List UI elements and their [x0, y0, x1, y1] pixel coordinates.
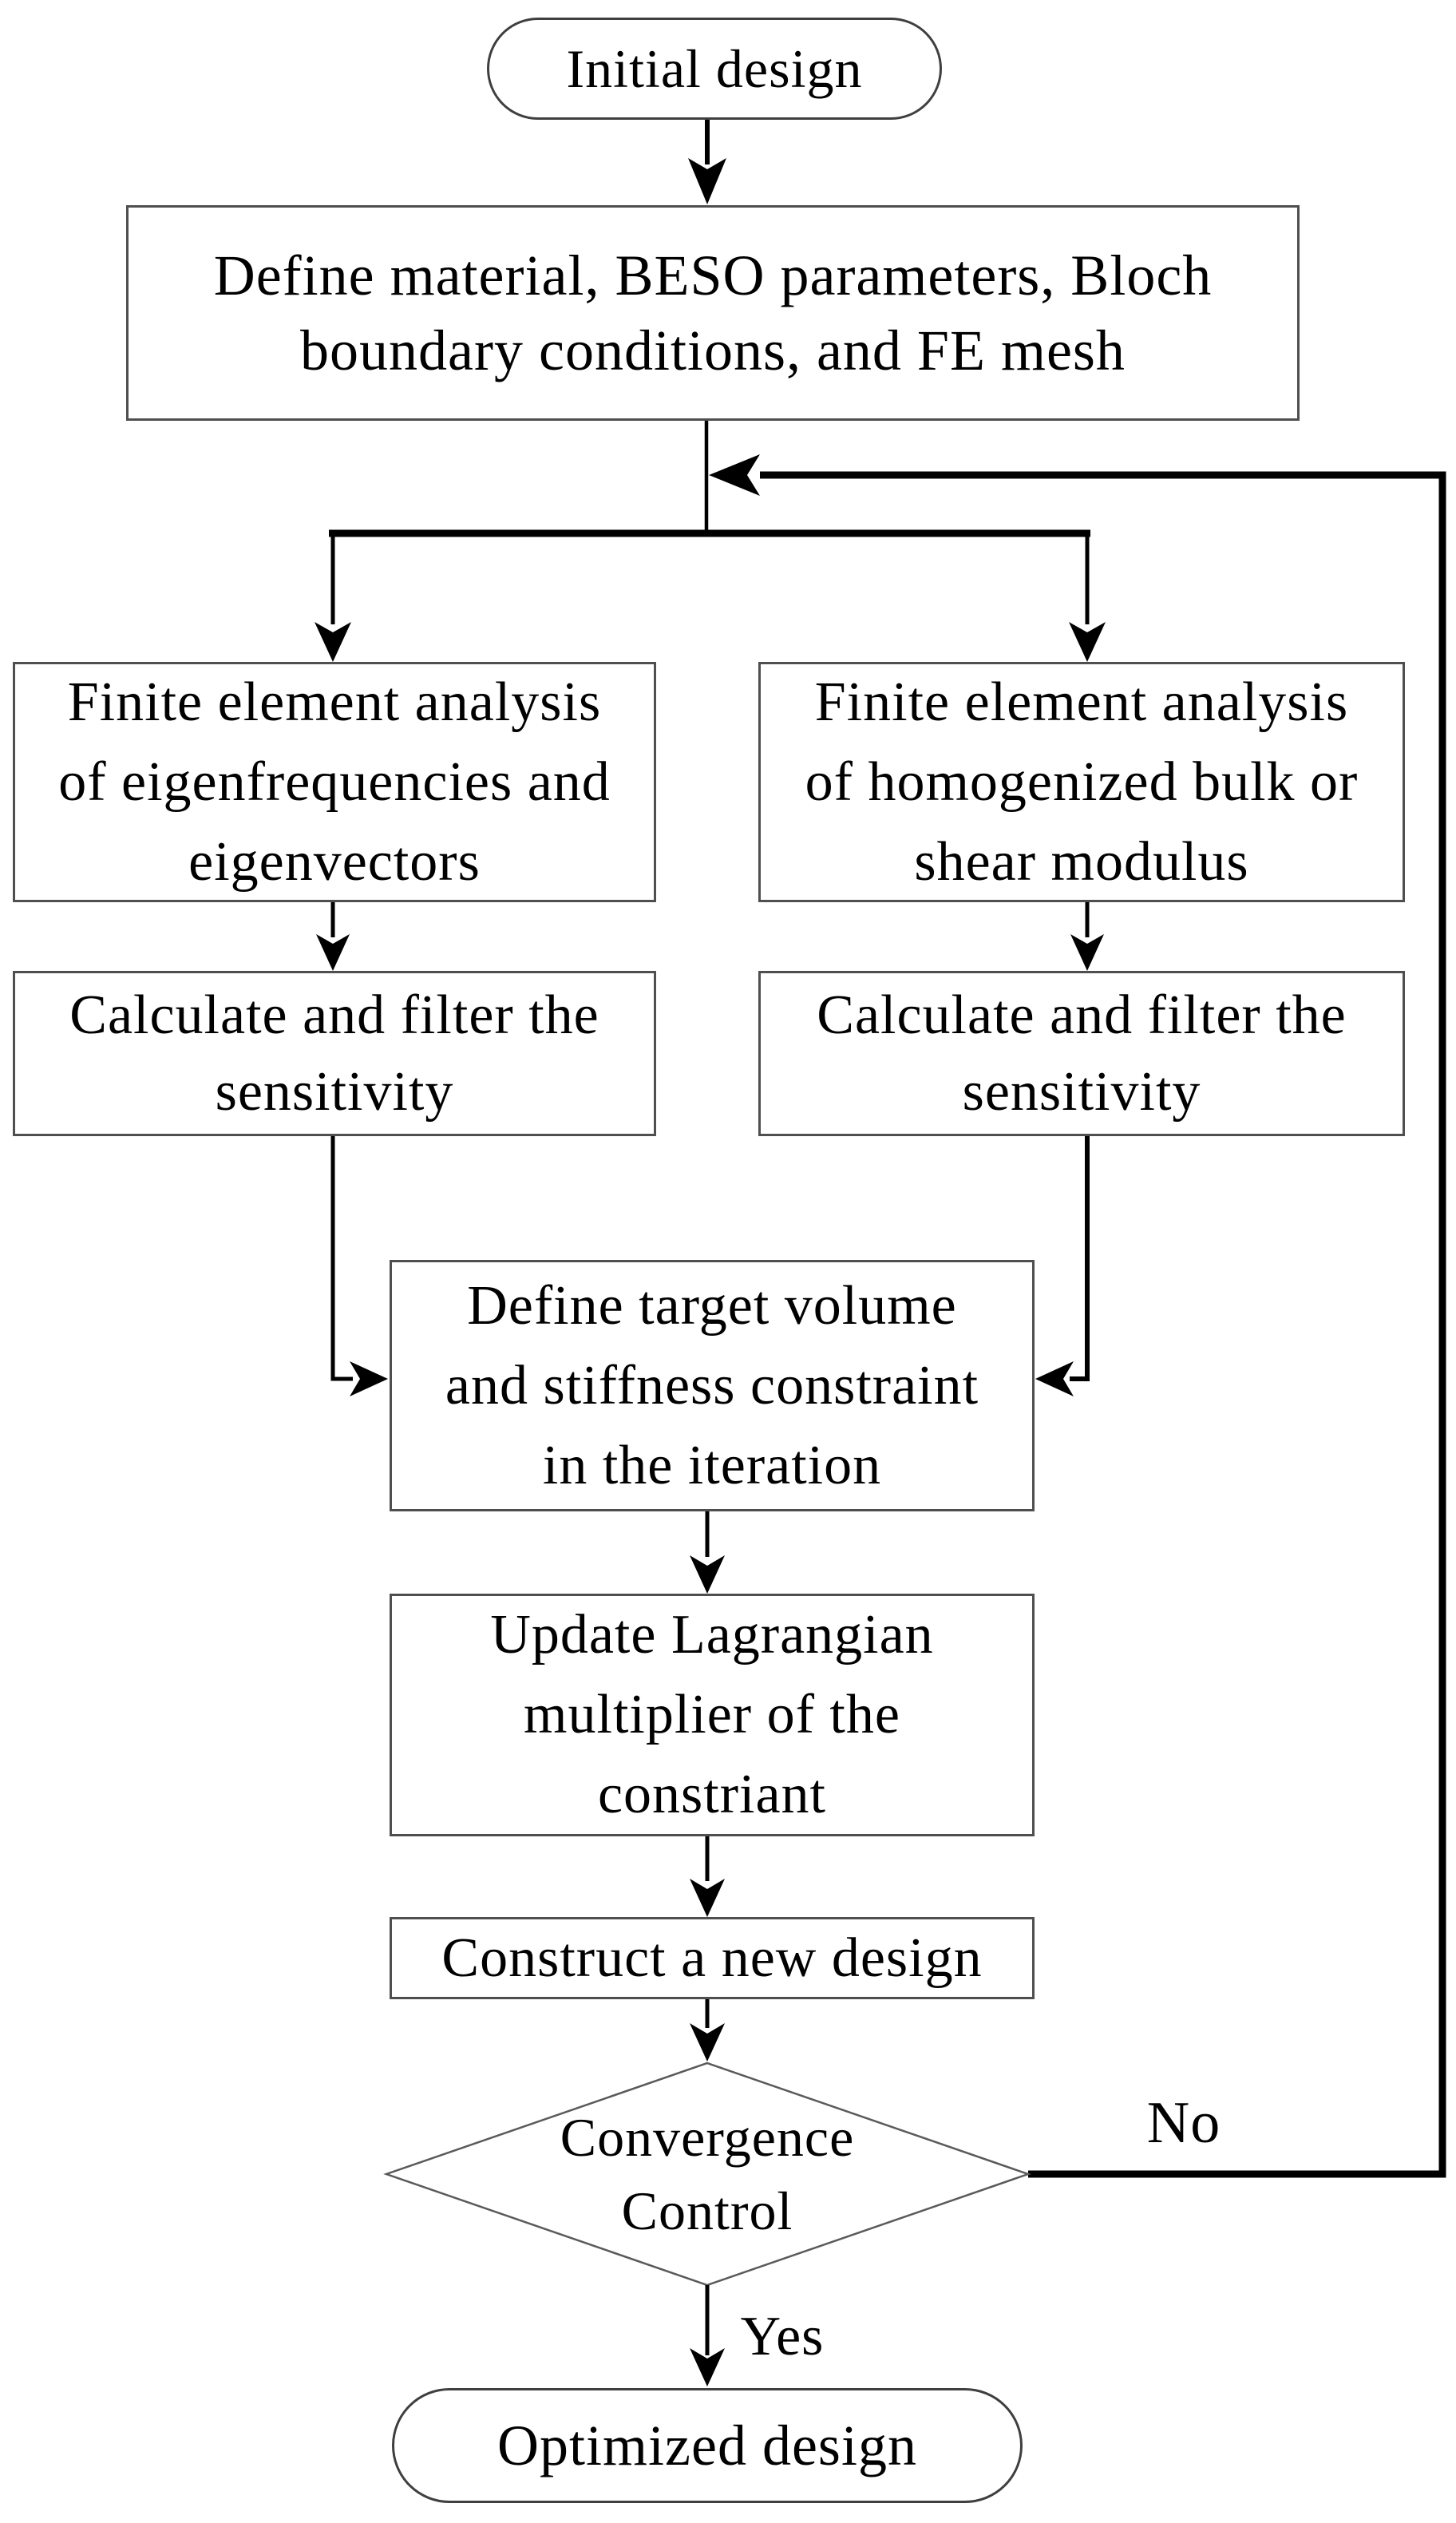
node-construct-label: Construct a new design [441, 1927, 983, 1989]
node-define-target-line3: in the iteration [542, 1434, 882, 1496]
node-construct-new-design: Construct a new design [390, 1917, 1035, 1999]
left-fea-to-calc-head [316, 934, 350, 971]
left-elbow-line [330, 1136, 353, 1381]
node-optimized-design: Optimized design [392, 2388, 1023, 2503]
node-fea-homog: Finite element analysis of homogenized b… [758, 662, 1405, 902]
yes-arrow-head [690, 2348, 725, 2386]
right-elbow-head [1035, 1361, 1074, 1396]
left-elbow-head [350, 1361, 388, 1396]
node-calc-right-line1: Calculate and filter the [817, 984, 1347, 1046]
node-fea-homog-line2: of homogenized bulk or [805, 751, 1359, 813]
edge-label-yes: Yes [740, 2306, 825, 2367]
node-update-lagrangian-line3: constriant [597, 1764, 827, 1825]
node-calc-right-line2: sensitivity [962, 1060, 1201, 1123]
node-fea-eigen-line1: Finite element analysis [67, 671, 602, 733]
node-update-lagrangian-line1: Update Lagrangian [490, 1604, 934, 1665]
node-calc-left-line1: Calculate and filter the [69, 984, 599, 1046]
node-fea-homog-line3: shear modulus [914, 830, 1249, 893]
construct-to-diamond-head [690, 2023, 725, 2062]
node-calc-sensitivity-right: Calculate and filter the sensitivity [758, 971, 1405, 1136]
edge-label-no: No [1146, 2090, 1221, 2156]
right-branch-head [1069, 622, 1106, 662]
node-calc-left-line2: sensitivity [215, 1060, 454, 1123]
node-update-lagrangian: Update Lagrangian multiplier of the cons… [390, 1594, 1035, 1836]
node-fea-homog-line1: Finite element analysis [814, 671, 1349, 733]
node-define-target-line2: and stiffness constraint [445, 1354, 979, 1416]
node-fea-eigen-line3: eigenvectors [188, 830, 481, 893]
convergence-line2: Control [621, 2180, 793, 2241]
node-define-target: Define target volume and stiffness const… [390, 1260, 1035, 1511]
node-define-setup: Define material, BESO parameters, Bloch … [126, 205, 1300, 421]
node-calc-sensitivity-left: Calculate and filter the sensitivity [13, 971, 656, 1136]
update-to-construct-head [690, 1879, 725, 1917]
feedback-loop-line [760, 471, 1446, 2178]
right-fea-to-calc-head [1070, 934, 1104, 971]
convergence-line1: Convergence [560, 2107, 855, 2168]
node-define-target-line1: Define target volume [467, 1274, 957, 1337]
node-fea-eigen: Finite element analysis of eigenfrequenc… [13, 662, 656, 902]
node-optimized-design-label: Optimized design [497, 2414, 917, 2477]
node-define-setup-line1: Define material, BESO parameters, Bloch [213, 244, 1213, 307]
arrow-initial-to-setup-head [688, 158, 726, 204]
node-initial-design-label: Initial design [566, 38, 863, 99]
target-to-update-head [690, 1555, 725, 1594]
node-define-setup-line2: boundary conditions, and FE mesh [300, 319, 1126, 382]
node-update-lagrangian-line2: multiplier of the [524, 1684, 900, 1745]
node-fea-eigen-line2: of eigenfrequencies and [58, 751, 611, 813]
right-elbow-line [1070, 1136, 1090, 1381]
left-branch-head [315, 622, 351, 662]
node-convergence-control-label: Convergence Control [468, 2100, 947, 2248]
node-initial-design: Initial design [487, 18, 942, 120]
feedback-arrow-head [709, 454, 760, 496]
